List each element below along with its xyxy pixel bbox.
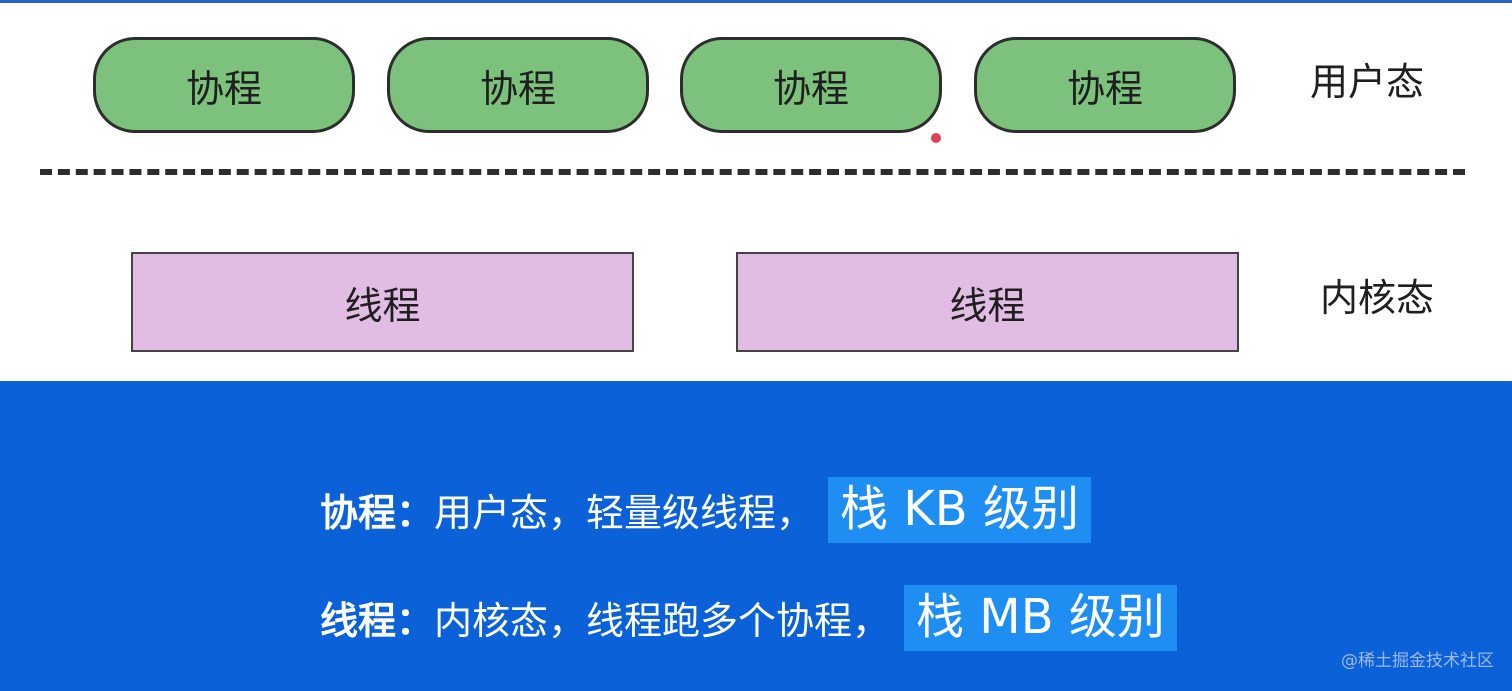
caption-panel: 协程： 用户态，轻量级线程， 栈 KB 级别 线程： 内核态，线程跑多个协程， … — [0, 381, 1512, 691]
coroutine-box: 协程 — [974, 37, 1236, 133]
caption-term: 线程： — [320, 599, 435, 644]
coroutine-box: 协程 — [93, 37, 355, 133]
kernel-space-label: 内核态 — [1320, 276, 1435, 320]
caption-highlight: 栈 MB 级别 — [904, 585, 1177, 651]
thread-box: 线程 — [131, 252, 634, 352]
coroutine-label: 协程 — [1066, 66, 1143, 111]
caption-term: 协程： — [320, 491, 435, 536]
caption-description: 用户态，轻量级线程， — [434, 491, 815, 536]
coroutine-box: 协程 — [387, 37, 649, 133]
coroutine-label: 协程 — [185, 66, 262, 111]
user-kernel-divider — [40, 169, 1465, 175]
diagram-panel: 协程 协程 协程 协程 用户态 线程 线程 内核态 — [0, 0, 1512, 352]
watermark-text: @稀土掘金技术社区 — [1341, 651, 1494, 671]
thread-label: 线程 — [344, 283, 421, 328]
coroutine-box: 协程 — [680, 37, 942, 133]
thread-label: 线程 — [949, 283, 1026, 328]
coroutine-caption: 协程： 用户态，轻量级线程， 栈 KB 级别 — [320, 477, 1091, 543]
coroutine-label: 协程 — [772, 66, 849, 111]
caption-highlight: 栈 KB 级别 — [828, 477, 1091, 543]
user-space-label: 用户态 — [1310, 60, 1425, 104]
thread-caption: 线程： 内核态，线程跑多个协程， 栈 MB 级别 — [320, 585, 1177, 651]
thread-box: 线程 — [736, 252, 1239, 352]
pointer-dot-icon — [931, 133, 941, 143]
coroutine-label: 协程 — [479, 66, 556, 111]
caption-description: 内核态，线程跑多个协程， — [434, 599, 891, 644]
